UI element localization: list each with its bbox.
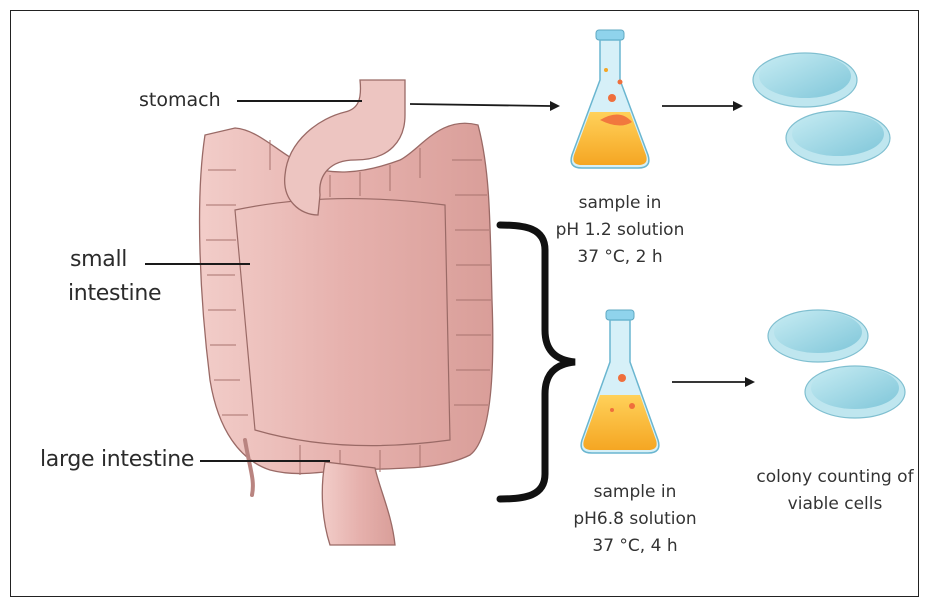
- step1-line3: 37 °C, 2 h: [545, 244, 695, 271]
- result-label: colony counting of viable cells: [745, 464, 925, 518]
- large-intestine-label: large intestine: [40, 447, 194, 472]
- petri-dishes-1-icon: [753, 53, 890, 165]
- arrow-stomach-to-flask: [410, 101, 560, 111]
- flask-1-icon: [571, 30, 649, 168]
- arrow-flask2-to-dishes: [672, 377, 755, 387]
- small-intestine-label-line2: intestine: [68, 281, 161, 306]
- digestive-system-illustration: [200, 80, 493, 545]
- result-line2: viable cells: [745, 491, 925, 518]
- step1-conditions: sample in pH 1.2 solution 37 °C, 2 h: [545, 190, 695, 271]
- step1-line2: pH 1.2 solution: [545, 217, 695, 244]
- small-intestine-label-line1: small: [70, 247, 127, 272]
- stomach-label: stomach: [139, 89, 221, 111]
- step2-line2: pH6.8 solution: [560, 506, 710, 533]
- rectum: [322, 462, 395, 545]
- flask-2-icon: [581, 310, 659, 453]
- step2-line3: 37 °C, 4 h: [560, 533, 710, 560]
- step1-line1: sample in: [545, 190, 695, 217]
- arrow-flask1-to-dishes: [662, 101, 743, 111]
- step2-line1: sample in: [560, 479, 710, 506]
- petri-dishes-2-icon: [768, 310, 905, 418]
- result-line1: colony counting of: [745, 464, 925, 491]
- step2-conditions: sample in pH6.8 solution 37 °C, 4 h: [560, 479, 710, 560]
